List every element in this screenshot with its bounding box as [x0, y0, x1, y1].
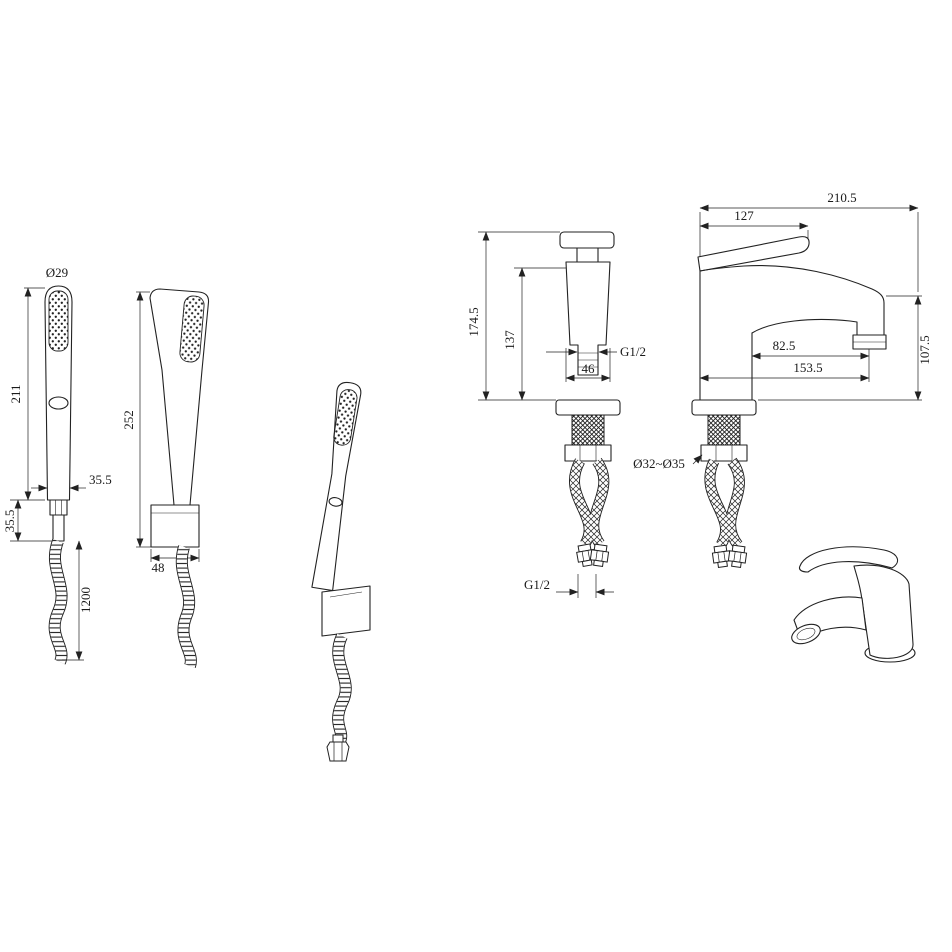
- dim-wand-width: 35.5: [31, 472, 112, 492]
- wand-connector: [49, 499, 68, 542]
- mixer-base-side: [691, 399, 757, 416]
- angled-wand-outline: [311, 381, 362, 592]
- perspective-aerator: [791, 623, 821, 645]
- perspective-body: [853, 564, 914, 659]
- mixer-handle-front: [559, 231, 615, 249]
- supply-hoses-front: [574, 461, 610, 568]
- dim-label-body-width: 46: [582, 361, 596, 376]
- view-mixer-perspective: [791, 546, 916, 663]
- dim-label-aerator-offset: 82.5: [773, 338, 796, 353]
- mounting-nut-front: [564, 444, 612, 462]
- dim-overall-depth: 210.5: [699, 190, 919, 292]
- mounting-shank-front: [571, 414, 605, 446]
- view-mixer-side: 210.5 127 82.5 153.5: [633, 190, 932, 569]
- spray-face: [48, 290, 69, 352]
- mixer-body-front: [565, 261, 611, 376]
- dim-label-overall-depth: 210.5: [827, 190, 856, 205]
- dim-label-wand-width: 35.5: [89, 472, 112, 487]
- dim-handle-depth: 127: [699, 208, 809, 240]
- view-hand-shower-holder: [311, 381, 371, 762]
- spout-top-edge: [699, 265, 885, 336]
- mixer-handle-side: [697, 236, 810, 272]
- diverter-button: [48, 396, 69, 410]
- mounting-nut-side: [700, 444, 748, 462]
- dim-label-hose-length: 1200: [78, 587, 93, 613]
- wall-bracket: [321, 585, 371, 637]
- dim-outlet-thread: G1/2: [546, 344, 646, 359]
- dim-label-wand-side-length: 252: [121, 410, 136, 430]
- dim-label-handle-depth: 127: [734, 208, 754, 223]
- dim-wand-length: 211: [8, 287, 45, 501]
- dim-label-overall-height: 174.5: [466, 307, 481, 336]
- dim-overall-height: 174.5: [466, 231, 560, 401]
- shower-hose-side: [182, 547, 191, 666]
- view-mixer-front: 174.5 137 G1/2 46: [466, 231, 646, 598]
- dim-connector-height: 35.5: [2, 499, 53, 542]
- dim-hose-offset: 153.5: [699, 360, 870, 382]
- dim-label-mounting-hole: Ø32~Ø35: [633, 456, 685, 471]
- dim-inlet-thread: G1/2: [524, 574, 614, 598]
- perspective-handle: [798, 546, 899, 573]
- dim-label-inlet-thread: G1/2: [524, 577, 550, 592]
- spout-underside: [751, 318, 858, 336]
- view-hand-shower-side: 252 48: [121, 288, 210, 666]
- spray-face-side: [179, 295, 205, 363]
- dim-label-connector-height: 35.5: [2, 510, 17, 533]
- dim-spout-height-side: 107.5: [758, 295, 932, 401]
- mixer-handle-neck: [576, 247, 599, 263]
- dim-spout-height-front: 137: [502, 267, 566, 401]
- dim-body-width: 46: [565, 348, 611, 382]
- mounting-shank-side: [707, 414, 741, 446]
- dim-label-head-diameter: Ø29: [46, 265, 68, 280]
- dim-label-hose-offset: 153.5: [793, 360, 822, 375]
- angled-diverter-button: [328, 497, 343, 507]
- angled-spray-face: [333, 389, 358, 446]
- dim-label-outlet-thread: G1/2: [620, 344, 646, 359]
- angled-hose: [338, 636, 346, 741]
- mixer-base-front: [555, 399, 621, 416]
- dim-hose-length: 1200: [62, 540, 93, 661]
- supply-hoses-side: [710, 461, 748, 569]
- mixer-body-side: [699, 270, 753, 401]
- dim-label-spout-height-front: 137: [502, 330, 517, 350]
- dim-holder-depth: 48: [150, 549, 200, 575]
- dim-label-spout-height-side: 107.5: [917, 335, 932, 364]
- dim-label-wand-length: 211: [8, 384, 23, 403]
- view-hand-shower-front: Ø29 211 35.5 35.5: [2, 265, 112, 662]
- shower-hose-front: [55, 541, 62, 662]
- dim-label-holder-depth: 48: [152, 560, 165, 575]
- wall-holder-side: [150, 504, 200, 548]
- dim-mounting-hole: Ø32~Ø35: [633, 454, 703, 471]
- dim-wand-side-length: 252: [121, 291, 151, 548]
